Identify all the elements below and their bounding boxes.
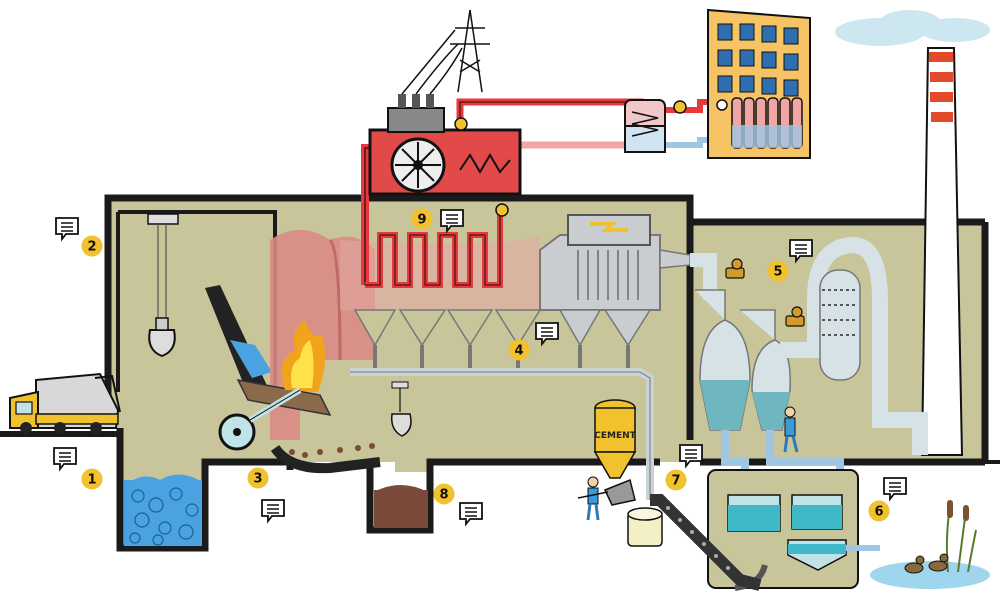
feed-chute (205, 285, 272, 400)
info-bubble-icon-9[interactable] (440, 209, 464, 234)
marker-7-label: 7 (671, 474, 680, 489)
marker-9[interactable]: 9 (411, 208, 433, 230)
info-bubble-icon-4[interactable] (535, 322, 559, 347)
ducks (904, 553, 949, 574)
worker-right (783, 406, 799, 453)
worker-left (577, 476, 609, 521)
marker-4-label: 4 (514, 344, 523, 359)
garbage-truck (9, 372, 121, 434)
pond (870, 500, 990, 589)
waste-crane (147, 213, 179, 358)
apartment-building (707, 8, 811, 159)
marker-1-label: 1 (87, 473, 96, 488)
marker-2-label: 2 (87, 240, 96, 255)
marker-6-label: 6 (874, 505, 883, 520)
marker-5-label: 5 (773, 265, 782, 280)
bottom-ash-bunker (374, 381, 428, 528)
electrostatic-precipitator (539, 214, 691, 368)
marker-5[interactable]: 5 (767, 260, 789, 282)
waste-bunker (124, 474, 202, 546)
cement-silo: CEMENT (593, 399, 663, 547)
marker-4[interactable]: 4 (508, 339, 530, 361)
info-bubble-icon-2[interactable] (55, 217, 79, 242)
chimney (920, 47, 964, 456)
marker-3[interactable]: 3 (247, 467, 269, 489)
cement-label: CEMENT (594, 431, 636, 441)
wastewater-treatment (707, 469, 880, 591)
marker-8-label: 8 (439, 488, 448, 503)
marker-6[interactable]: 6 (868, 500, 890, 522)
flue-gas-treatment (690, 236, 928, 520)
info-bubble-icon-3[interactable] (261, 499, 285, 524)
marker-1[interactable]: 1 (81, 468, 103, 490)
info-bubble-icon-6[interactable] (883, 477, 907, 502)
heat-exchanger (624, 99, 687, 153)
marker-8[interactable]: 8 (433, 483, 455, 505)
turbine-generator (368, 94, 522, 217)
info-bubble-icon-8[interactable] (459, 502, 483, 527)
power-pylon (401, 9, 490, 95)
marker-7[interactable]: 7 (665, 469, 687, 491)
info-bubble-icon-1[interactable] (53, 447, 77, 472)
info-bubble-icon-7[interactable] (679, 444, 703, 469)
marker-3-label: 3 (253, 472, 262, 487)
cloud (835, 10, 990, 46)
marker-9-label: 9 (417, 213, 426, 228)
slag-conveyor (650, 494, 762, 591)
info-bubble-icon-5[interactable] (789, 239, 813, 264)
marker-2[interactable]: 2 (81, 235, 103, 257)
